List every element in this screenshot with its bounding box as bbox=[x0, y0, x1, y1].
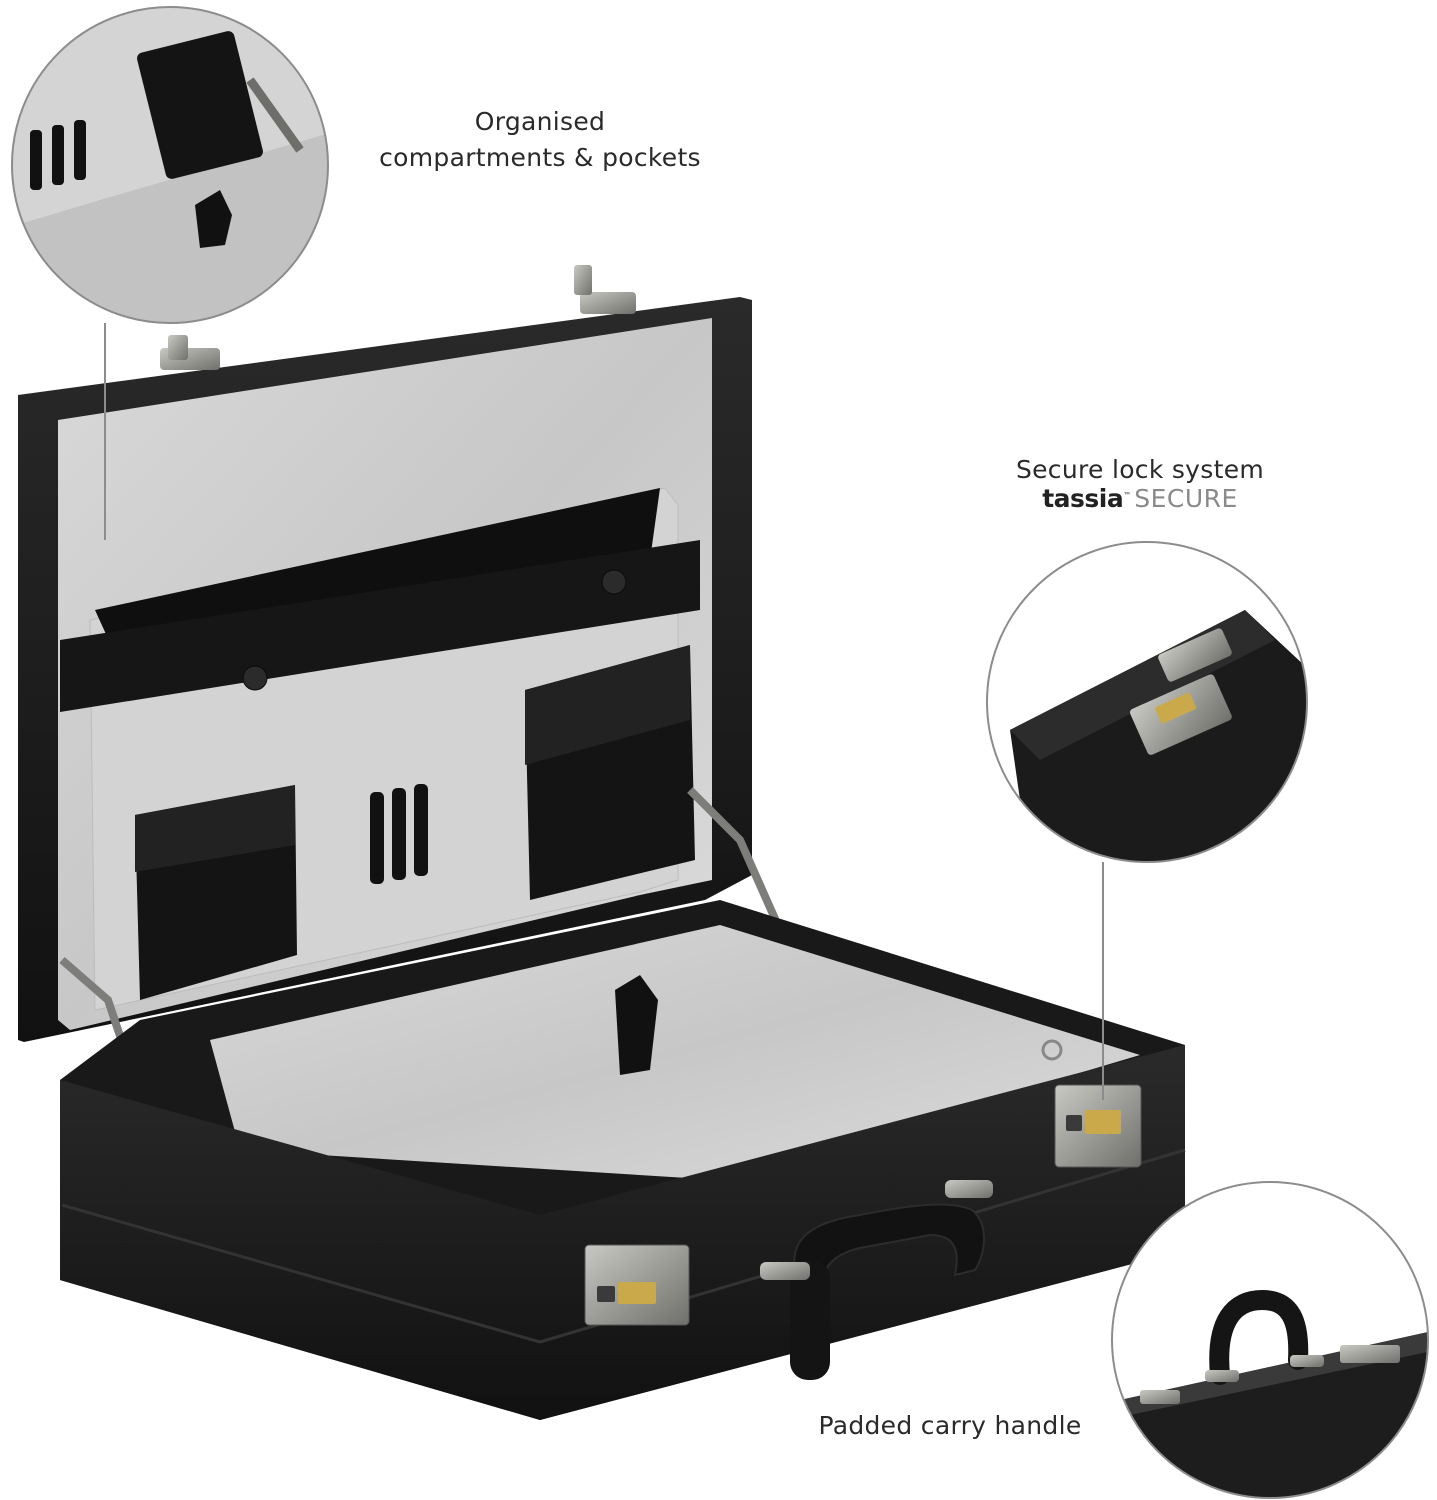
brand-trademark: ™ bbox=[1123, 490, 1132, 500]
callout-lock-zoom bbox=[986, 541, 1308, 1100]
lid-clasp-right bbox=[574, 265, 636, 314]
briefcase-lid bbox=[18, 265, 784, 1102]
briefcase-base bbox=[60, 900, 1186, 1420]
lid-clasp-left bbox=[160, 335, 220, 370]
caption-lock-system: Secure lock system bbox=[1015, 455, 1265, 484]
carry-handle bbox=[760, 1180, 993, 1380]
brand-name: tassia bbox=[1042, 484, 1124, 513]
callout-compartments-zoom bbox=[11, 6, 329, 540]
callout-handle-zoom bbox=[1111, 1181, 1429, 1499]
briefcase bbox=[18, 265, 1186, 1420]
caption-compartments-line1: Organised bbox=[474, 107, 606, 136]
combination-lock-left bbox=[584, 1244, 690, 1326]
caption-compartments-line2: compartments & pockets bbox=[379, 143, 701, 172]
caption-handle: Padded carry handle bbox=[818, 1411, 1082, 1440]
combination-lock-right bbox=[1054, 1084, 1142, 1168]
brand-suffix: SECURE bbox=[1134, 484, 1238, 513]
caption-compartments: Organised compartments & pockets bbox=[350, 104, 730, 176]
